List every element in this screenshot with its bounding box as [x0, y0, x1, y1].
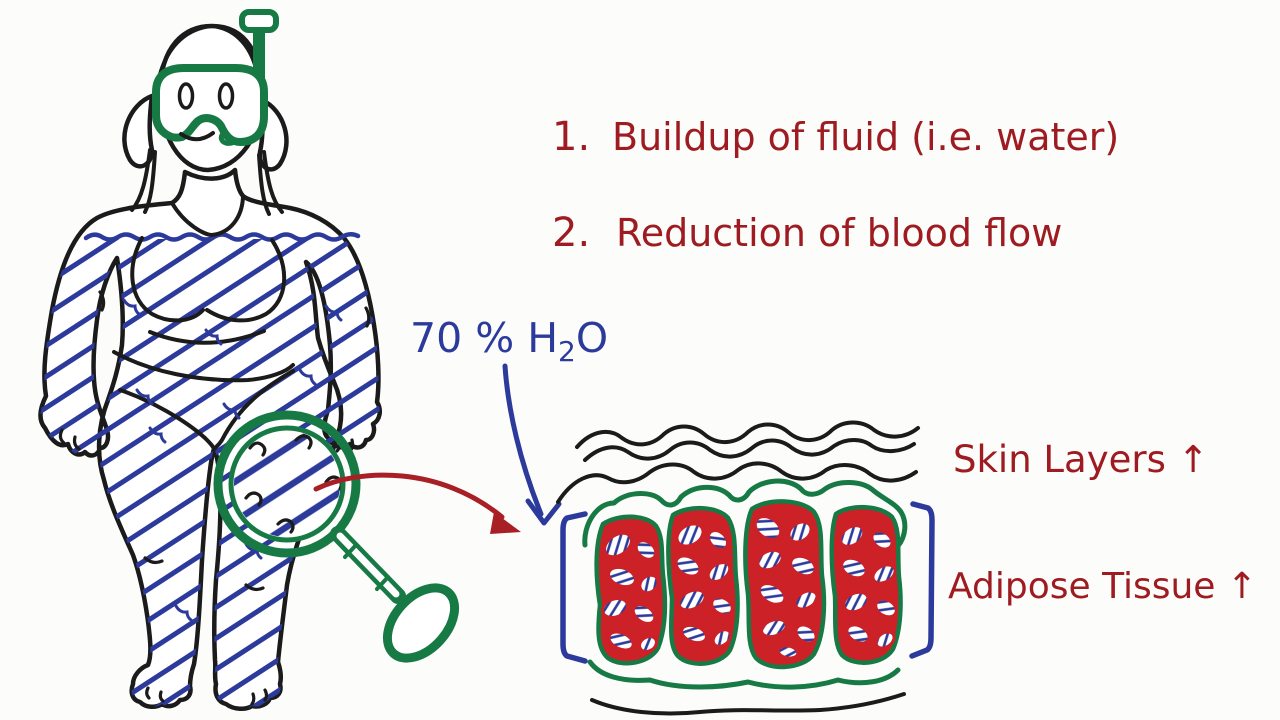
note-1-text: Buildup of fluid (i.e. water): [612, 115, 1119, 159]
water-formula-prefix: 70 % H: [410, 314, 558, 362]
fat-cell: [606, 565, 638, 589]
lens-inner-ring: [228, 425, 346, 543]
fat-cell: [756, 548, 784, 572]
fat-cell: [706, 528, 730, 552]
fat-cell: [602, 531, 634, 559]
fat-cell: [789, 554, 817, 578]
water-formula-label: 70 % H2O: [410, 314, 608, 368]
fat-cell: [793, 589, 819, 611]
fat-cell: [711, 628, 733, 648]
hair-flip-left: [122, 93, 155, 169]
magnifying-glass-icon: [213, 410, 460, 663]
handwritten-notes: 1. Buildup of fluid (i.e. water) 2. Redu…: [552, 114, 1119, 256]
fat-cell: [637, 634, 659, 654]
fat-cell: [607, 630, 635, 652]
fat-cell: [679, 623, 709, 645]
note-2-number: 2.: [552, 210, 590, 256]
fat-cell: [753, 514, 783, 542]
right-bracket: [909, 501, 935, 659]
fat-cell: [845, 623, 871, 645]
fat-cell: [776, 644, 800, 660]
fat-cell: [706, 560, 732, 584]
red-arrow: [313, 472, 521, 534]
fat-cell: [600, 596, 630, 620]
fat-cell: [874, 597, 898, 619]
fat-cell: [757, 581, 787, 607]
right-eye: [217, 82, 235, 110]
fat-cell: [675, 522, 705, 548]
note-2-text: Reduction of blood flow: [616, 211, 1062, 255]
adipose-envelope-top: [582, 478, 908, 549]
adipose-tissue-label: Adipose Tissue ↑: [948, 566, 1257, 607]
handle-bulb: [382, 583, 460, 663]
water-squiggle-marks: [122, 298, 343, 622]
water-formula-subscript: 2: [558, 335, 576, 368]
fat-cell: [838, 523, 866, 549]
blue-arrow: [502, 363, 562, 526]
fat-cell: [870, 529, 894, 551]
adipose-lobules: [594, 499, 903, 670]
fat-cell: [871, 563, 897, 585]
lens-outer-ring: [213, 410, 361, 558]
note-1-number: 1.: [552, 114, 590, 160]
left-bracket: [560, 511, 588, 664]
frown-mouth: [179, 131, 215, 142]
skin-layer-lines: [556, 420, 920, 504]
fat-cell: [842, 590, 870, 614]
fat-cell: [638, 573, 660, 595]
tissue-diagram: [556, 420, 935, 716]
water-formula-suffix: O: [576, 314, 608, 362]
fat-cell: [787, 520, 813, 544]
body-detail-lines: [58, 195, 371, 706]
woman-figure: [38, 9, 383, 711]
head: [122, 9, 289, 216]
fat-cell: [710, 595, 734, 617]
fat-cell: [759, 617, 789, 639]
magnifier-handle: [330, 526, 460, 663]
left-eye: [177, 82, 195, 110]
skin-layers-label: Skin Layers ↑: [953, 438, 1209, 481]
adipose-envelope-bottom: [587, 659, 901, 690]
fat-cell: [794, 623, 818, 645]
fat-cell: [634, 539, 658, 561]
fat-cell: [631, 602, 657, 626]
fat-cell: [677, 588, 707, 612]
hair-bangs: [130, 24, 284, 216]
fat-cell: [840, 556, 868, 580]
bottom-skin-line: [590, 692, 906, 716]
fat-cells: [600, 514, 898, 660]
snorkel-top: [239, 9, 279, 33]
fat-cell: [674, 554, 702, 578]
fat-cell: [874, 630, 896, 650]
